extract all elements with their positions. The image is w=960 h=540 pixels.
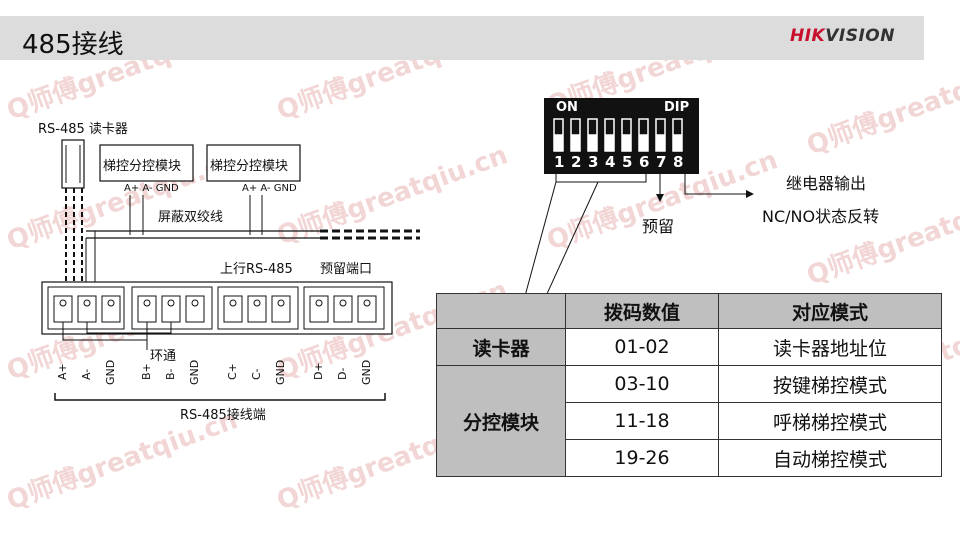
dip-value: 19-26 [565, 439, 719, 477]
table-header-row: 拨码数值 对应模式 [436, 293, 942, 329]
dip-label: DIP [664, 100, 690, 115]
terminal-label: B- [164, 368, 177, 380]
slide-title: 485接线 [22, 30, 124, 60]
relay-nc-no-label: NC/NO状态反转 [762, 207, 880, 226]
mode-value: 自动梯控模式 [718, 439, 942, 477]
table-header-cell: 拨码数值 [565, 293, 719, 329]
terminal-label: A- [80, 368, 93, 380]
module-1-pins: A+ A- GND [124, 183, 179, 194]
module-2-label: 梯控分控模块 [210, 159, 289, 174]
brand-logo: HIKVISION [790, 26, 895, 46]
terminal-label: GND [274, 359, 287, 385]
dip-number: 6 [639, 153, 650, 171]
table-header-cell [436, 293, 566, 329]
dip-on-label: ON [556, 100, 578, 115]
row-group-module: 分控模块 [436, 365, 566, 477]
loop-through-label: 环通 [150, 349, 177, 364]
card-reader-body [61, 139, 85, 189]
table-row: 11-18 呼梯梯控模式 [437, 402, 942, 440]
terminal-label: GND [188, 359, 201, 385]
shielded-cable-label: 屏蔽双绞线 [158, 210, 224, 225]
row-group-reader: 读卡器 [436, 328, 566, 366]
dip-number: 4 [605, 153, 616, 171]
dip-number: 5 [622, 153, 633, 171]
terminal-label: A+ [56, 363, 69, 380]
card-reader-label: RS-485 读卡器 [38, 122, 128, 137]
mode-value: 呼梯梯控模式 [718, 402, 942, 440]
dip-value: 01-02 [565, 328, 719, 366]
dip-number: 1 [554, 153, 565, 171]
terminal-label: GND [104, 359, 117, 385]
title-bar [0, 16, 924, 60]
dip-value: 11-18 [565, 402, 719, 440]
module-1-label: 梯控分控模块 [103, 159, 182, 174]
terminal-label: D+ [312, 362, 325, 380]
module-2-pins: A+ A- GND [242, 183, 297, 194]
reserved-label: 预留 [642, 217, 675, 236]
reserved-port-label: 预留端口 [320, 262, 373, 277]
terminal-caption: RS-485接线端 [180, 408, 266, 423]
terminal-label: C+ [226, 363, 239, 380]
module-box-1 [99, 144, 194, 182]
table-row: 分控模块 03-10 按键梯控模式 [436, 365, 942, 477]
terminal-label: D- [336, 367, 349, 380]
dip-number: 2 [571, 153, 582, 171]
mode-value: 按键梯控模式 [718, 365, 942, 403]
terminal-label: B+ [140, 363, 153, 380]
dip-number: 8 [673, 153, 684, 171]
relay-output-label: 继电器输出 [786, 174, 867, 193]
mode-value: 读卡器地址位 [718, 328, 942, 366]
dip-number: 3 [588, 153, 599, 171]
dip-code-table: 拨码数值 对应模式 读卡器 01-02 读卡器地址位 分控模块 03-10 按键… [436, 293, 942, 477]
dip-value: 03-10 [565, 365, 719, 403]
table-row: 19-26 自动梯控模式 [437, 439, 942, 477]
module-box-2 [206, 144, 301, 182]
table-row: 读卡器 01-02 读卡器地址位 [436, 328, 942, 366]
table-header-cell: 对应模式 [718, 293, 942, 329]
uplink-label: 上行RS-485 [220, 262, 293, 277]
terminal-label: GND [360, 359, 373, 385]
dip-number: 7 [656, 153, 667, 171]
terminal-label: C- [250, 368, 263, 380]
